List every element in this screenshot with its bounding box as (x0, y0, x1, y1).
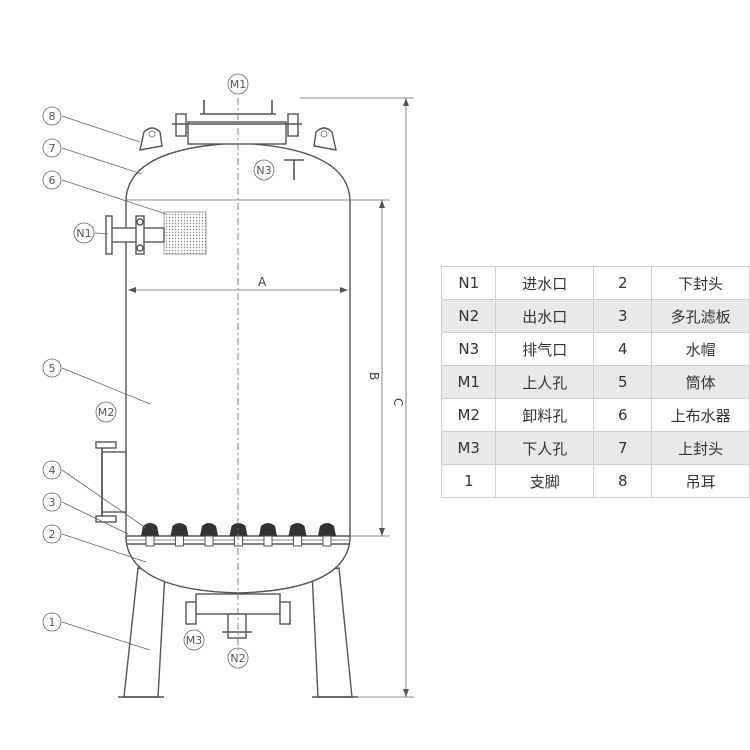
water-cap-stem (234, 535, 243, 547)
water-cap (288, 523, 307, 536)
water-cap-stem (145, 535, 155, 547)
vent-pipe (284, 159, 304, 180)
top-manhole (172, 100, 302, 145)
water-cap (200, 523, 218, 536)
svg-text:N1: N1 (76, 227, 91, 240)
svg-text:M2: M2 (98, 406, 115, 419)
marker-7: 7 (42, 138, 62, 158)
marker-5: 5 (42, 358, 62, 378)
legend-code: 1 (440, 464, 497, 498)
water-cap (259, 523, 277, 536)
bottom-manhole (185, 593, 291, 639)
legend-number: 7 (593, 431, 653, 465)
legend-part: 多孔滤板 (651, 299, 750, 333)
svg-text:2: 2 (49, 528, 56, 541)
marker-6: 6 (42, 170, 62, 190)
water-cap (170, 523, 189, 536)
legend-code: M3 (440, 431, 497, 465)
legend-number: 8 (593, 464, 653, 498)
legend-part: 水帽 (651, 332, 750, 366)
legend-name: 下人孔 (495, 431, 595, 465)
legend-part: 筒体 (651, 365, 750, 399)
upper-distributor (163, 211, 207, 255)
dimension-b-label: B (367, 372, 381, 380)
legend-name: 卸料孔 (495, 398, 595, 432)
water-cap-stem (293, 535, 302, 547)
water-cap-stem (175, 535, 184, 547)
water-cap-stem (204, 535, 214, 547)
marker-n2: N2 (227, 647, 249, 669)
marker-2: 2 (42, 524, 62, 544)
svg-text:7: 7 (49, 142, 56, 155)
legend-number: 2 (593, 266, 653, 300)
svg-text:8: 8 (49, 110, 56, 123)
legend-number: 4 (593, 332, 653, 366)
legend-code: N3 (440, 332, 497, 366)
marker-m2: M2 (95, 401, 117, 423)
svg-text:N3: N3 (256, 164, 271, 177)
svg-text:6: 6 (49, 174, 56, 187)
leader-lines (61, 115, 167, 651)
marker-3: 3 (42, 492, 62, 512)
water-cap (229, 523, 248, 536)
legend-part: 吊耳 (651, 464, 750, 498)
marker-8: 8 (42, 106, 62, 126)
svg-text:M3: M3 (186, 634, 203, 647)
legend-code: N2 (440, 299, 497, 333)
svg-text:1: 1 (49, 616, 56, 629)
legend-name: 进水口 (495, 266, 595, 300)
svg-text:3: 3 (49, 496, 56, 509)
legend-code: N1 (440, 266, 497, 300)
dimension-c-label: C (391, 398, 405, 406)
marker-4: 4 (42, 460, 62, 480)
dimension-c (300, 97, 414, 698)
dimension-a-label: A (258, 275, 267, 289)
svg-text:M1: M1 (230, 78, 247, 91)
svg-text:5: 5 (49, 362, 56, 375)
legend-code: M2 (440, 398, 497, 432)
legend-part: 上布水器 (651, 398, 750, 432)
legend-part: 上封头 (651, 431, 750, 465)
water-cap-stem (322, 535, 332, 547)
legend-code: M1 (440, 365, 497, 399)
legend-part: 下封头 (651, 266, 750, 300)
marker-n3: N3 (253, 159, 275, 181)
water-cap (318, 523, 336, 536)
water-cap-stem (263, 535, 273, 547)
support-legs (118, 567, 358, 698)
marker-1: 1 (42, 612, 62, 632)
legend-name: 上人孔 (495, 365, 595, 399)
water-cap (141, 523, 159, 536)
inlet-pipe (105, 215, 165, 255)
legend-name: 出水口 (495, 299, 595, 333)
lifting-lugs (139, 127, 337, 151)
legend-number: 5 (593, 365, 653, 399)
svg-text:4: 4 (49, 464, 56, 477)
water-caps (126, 523, 350, 547)
legend-number: 6 (593, 398, 653, 432)
legend-number: 3 (593, 299, 653, 333)
dimension-b (350, 199, 390, 537)
legend-name: 支脚 (495, 464, 595, 498)
discharge-port (95, 441, 127, 523)
marker-m3: M3 (183, 629, 205, 651)
legend-name: 排气口 (495, 332, 595, 366)
svg-text:N2: N2 (230, 652, 245, 665)
marker-m1: M1 (227, 73, 249, 95)
marker-n1: N1 (73, 222, 95, 244)
dimension-a (128, 287, 348, 293)
